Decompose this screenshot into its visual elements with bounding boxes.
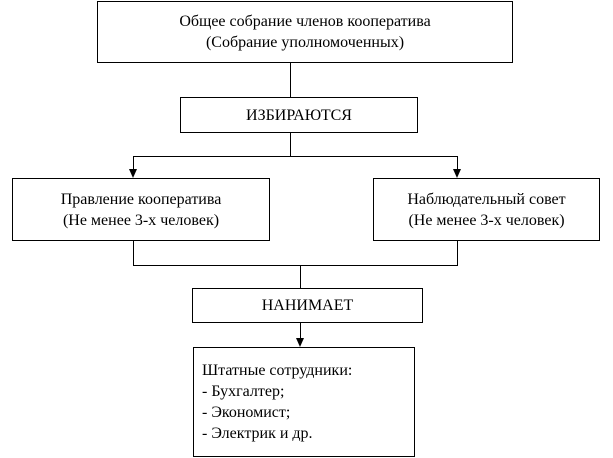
staff-item: - Электрик и др. [202, 425, 313, 442]
general-meeting-subtitle: (Собрание уполномоченных) [205, 34, 405, 51]
staff-title: Штатные сотрудники: [202, 362, 353, 379]
supervisory-box: Наблюдательный совет (Не менее 3-х челов… [373, 178, 600, 241]
connector-line [290, 63, 291, 97]
connector-line [133, 156, 458, 157]
hire-box: НАНИМАЕТ [192, 288, 423, 323]
elect-box: ИЗБИРАЮТСЯ [180, 97, 418, 133]
general-meeting-title: Общее собрание членов кооператива [179, 13, 431, 30]
connector-line [133, 265, 458, 266]
board-title: Правление кооператива [60, 190, 222, 208]
board-subtitle: (Не менее 3-х человек) [62, 211, 220, 229]
connector-line [290, 133, 291, 157]
arrow-down-icon [453, 169, 461, 178]
hire-label: НАНИМАЕТ [261, 297, 354, 314]
arrow-down-icon [129, 169, 137, 178]
connector-line [457, 156, 458, 170]
staff-item: - Бухгалтер; [202, 383, 285, 400]
connector-line [300, 323, 301, 339]
staff-box: Штатные сотрудники: - Бухгалтер; - Эконо… [193, 347, 415, 457]
connector-line [133, 241, 134, 266]
staff-item: - Экономист; [202, 404, 291, 421]
supervisory-subtitle: (Не менее 3-х человек) [408, 211, 565, 229]
connector-line [457, 241, 458, 266]
general-meeting-box: Общее собрание членов кооператива (Собра… [97, 1, 513, 63]
elect-label: ИЗБИРАЮТСЯ [246, 106, 352, 124]
connector-line [133, 156, 134, 170]
connector-line [300, 265, 301, 288]
arrow-down-icon [296, 338, 304, 347]
supervisory-title: Наблюдательный совет [407, 190, 566, 208]
board-box: Правление кооператива (Не менее 3-х чело… [12, 178, 270, 241]
